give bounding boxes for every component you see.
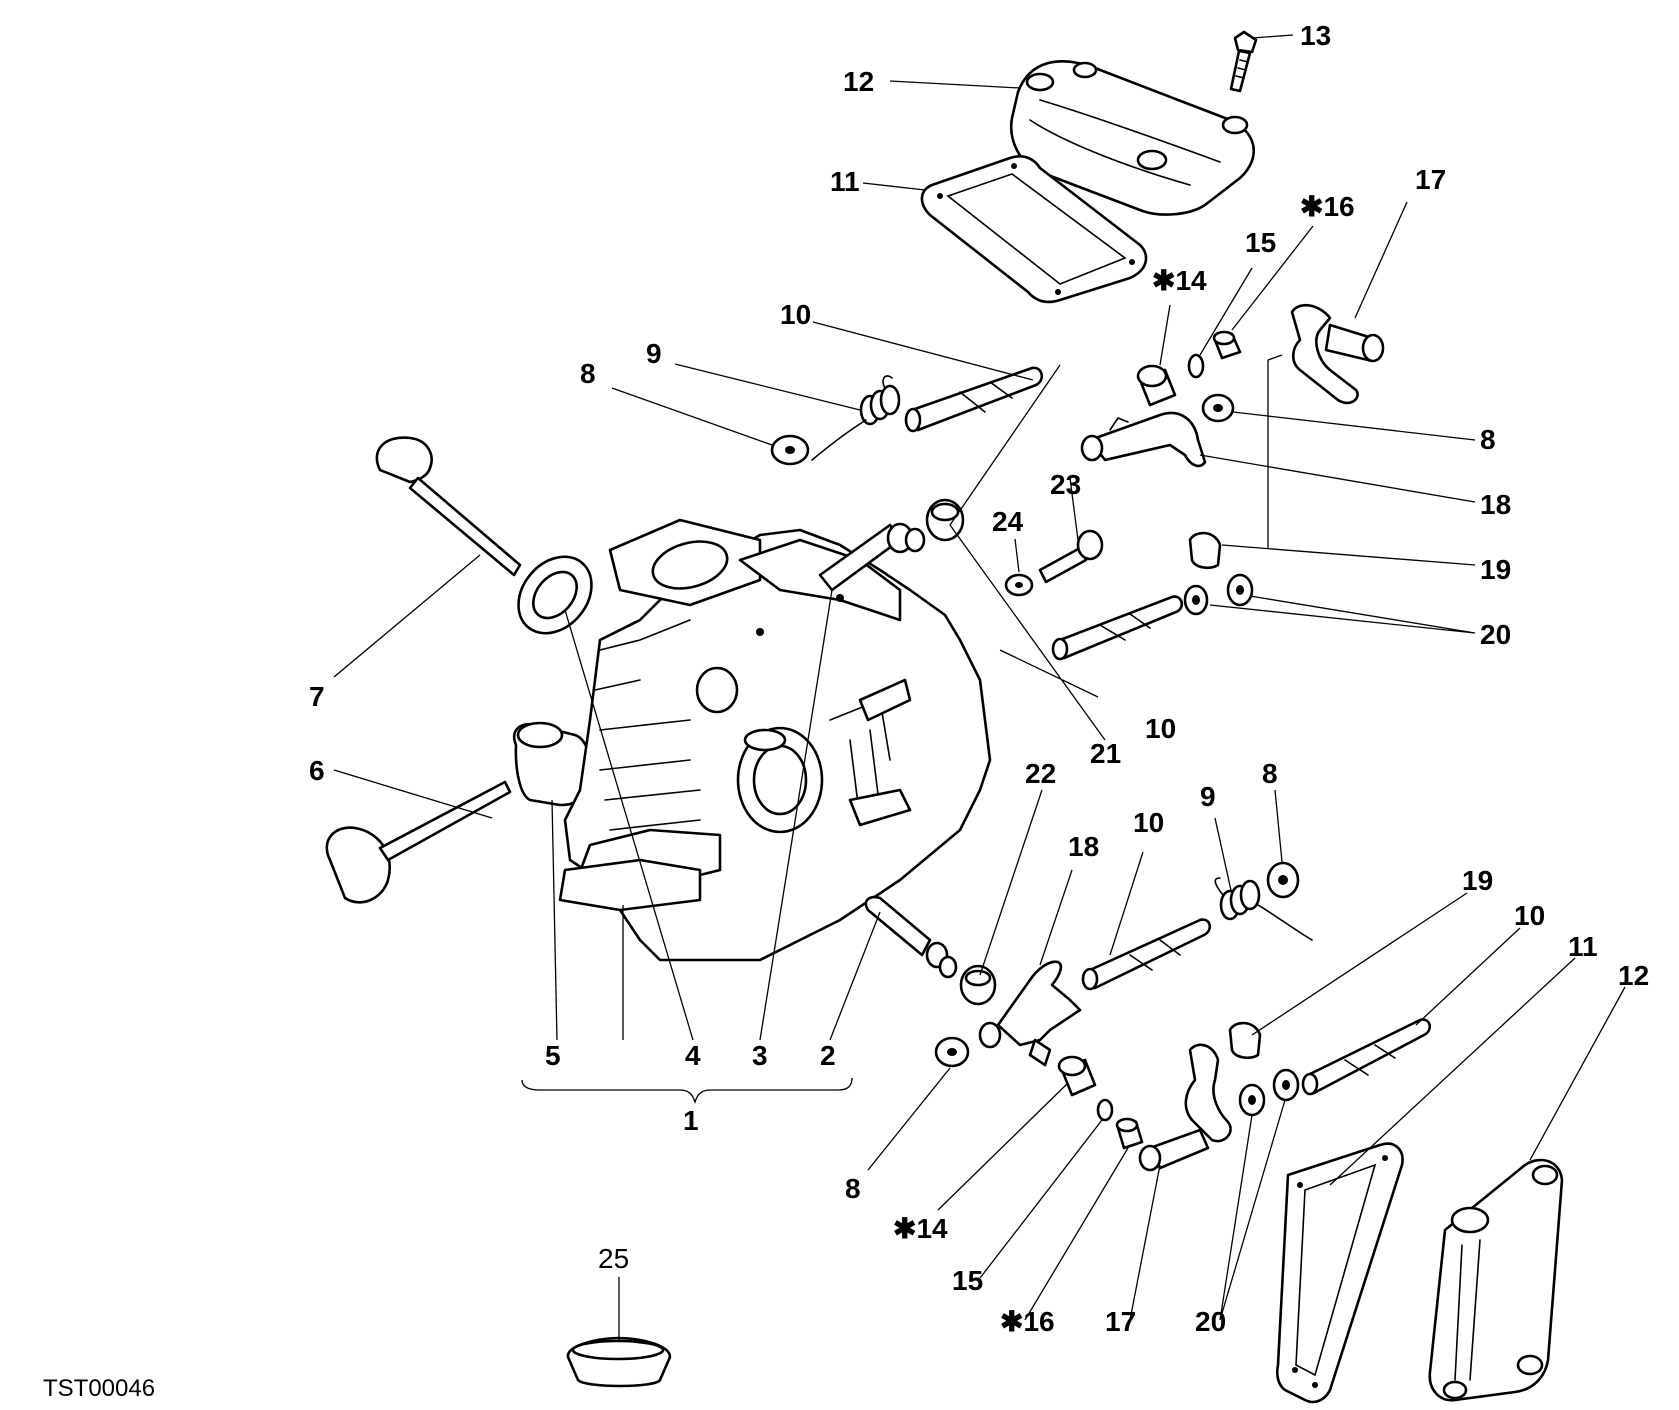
callout-8-upper-left: 8: [580, 358, 596, 389]
callout-16-top: ✱16: [1300, 191, 1355, 222]
part-11-top-gasket: [920, 155, 1148, 304]
callout-19-upper: 19: [1480, 554, 1511, 585]
part-1-cylinder-head: [558, 518, 992, 962]
callout-14-lower: ✱14: [893, 1213, 948, 1244]
part-9-spring-upper: [811, 375, 901, 461]
part-17-rocker-upper: [1290, 303, 1385, 405]
callout-21: 21: [1090, 738, 1121, 769]
callout-13: 13: [1300, 20, 1331, 51]
part-4-valve-seat-ring: [517, 555, 593, 635]
part-18-rocker-arm-upper: [1080, 411, 1207, 468]
callout-24: 24: [992, 506, 1024, 537]
callout-10-upper: 10: [780, 299, 811, 330]
callout-7: 7: [309, 681, 325, 712]
callout-12-top: 12: [843, 66, 874, 97]
part-11-lower-gasket: [1275, 1142, 1404, 1404]
callout-1: 1: [683, 1105, 699, 1136]
part-12-top-cover: [1009, 60, 1256, 216]
callout-8-upper-right: 8: [1480, 424, 1496, 455]
part-14-adjuster-upper: [1136, 364, 1177, 407]
part-18-rocker-arm-lower: [978, 960, 1082, 1067]
part-22-valve-stem-seal: [959, 964, 997, 1006]
callout-18-upper: 18: [1480, 489, 1511, 520]
callout-8-lower-left: 8: [845, 1173, 861, 1204]
callout-18-lower: 18: [1068, 831, 1099, 862]
callout-8-lower-right: 8: [1262, 758, 1278, 789]
callout-11-top: 11: [830, 166, 860, 197]
part-7-valve-upper: [375, 436, 522, 577]
part-10-rocker-shaft-middle: [1051, 595, 1184, 661]
callout-10-lower-right: 10: [1514, 900, 1545, 931]
part-8-washer-upper-right: [1201, 393, 1235, 423]
part-10-rocker-shaft-lower-right: [1301, 1018, 1432, 1096]
callout-22: 22: [1025, 758, 1056, 789]
callout-10-lower-left: 10: [1133, 807, 1164, 838]
callout-10-middle: 10: [1145, 713, 1176, 744]
callout-labels: 12 13 11 ✱16 17 15 ✱14 10 9 8 8 23 18 24…: [43, 20, 1649, 1402]
callout-20-upper: 20: [1480, 619, 1511, 650]
part-8-washer-lower-left: [934, 1036, 970, 1068]
part-10-rocker-shaft-upper: [904, 366, 1044, 433]
part-15-o-ring-upper: [1187, 353, 1205, 379]
callout-12-lower: 12: [1618, 960, 1649, 991]
part-8-washer-lower-right: [1266, 861, 1300, 899]
callout-15-lower: 15: [952, 1265, 983, 1296]
callout-17-lower: 17: [1105, 1306, 1136, 1337]
part-6-valve-lower: [325, 780, 512, 904]
part-25-cup: [566, 1336, 672, 1388]
part-3-valve-guide-upper: [818, 522, 926, 592]
part-14-adjuster-lower: [1057, 1055, 1097, 1097]
part-16-cap-upper: [1212, 330, 1242, 360]
callout-2: 2: [820, 1040, 836, 1071]
callout-11-lower: 11: [1568, 931, 1598, 962]
callout-19-lower: 19: [1462, 865, 1493, 896]
part-2-valve-guide-lower: [864, 895, 958, 979]
callout-3: 3: [752, 1040, 768, 1071]
callout-25: 25: [598, 1243, 629, 1274]
callout-15-top: 15: [1245, 227, 1276, 258]
part-16-cap-lower: [1115, 1117, 1144, 1150]
part-13-screw: [1229, 30, 1258, 93]
callout-14-top: ✱14: [1152, 265, 1207, 296]
callout-5: 5: [545, 1040, 561, 1071]
callout-23: 23: [1050, 469, 1081, 500]
part-8-washer-upper-left: [770, 434, 810, 466]
part-21-valve-stem-seal: [925, 498, 965, 542]
callout-6: 6: [309, 755, 325, 786]
leader-lines: [333, 34, 1626, 1340]
callout-20-lower: 20: [1195, 1306, 1226, 1337]
part-12-lower-cover: [1428, 1158, 1564, 1402]
part-19-spacer-upper: [1188, 531, 1222, 570]
part-17-rocker-lower: [1138, 1043, 1232, 1172]
part-9-spring-lower: [1214, 877, 1313, 941]
figure-code: TST00046: [43, 1375, 155, 1402]
part-24-washer: [1004, 573, 1034, 597]
part-19-spacer-lower: [1228, 1021, 1262, 1060]
part-15-o-ring-lower: [1096, 1098, 1114, 1122]
callout-9-lower: 9: [1200, 781, 1216, 812]
part-20-washers-upper: [1183, 573, 1254, 616]
callout-4: 4: [685, 1040, 701, 1071]
part-5-valve-seat-ring: [513, 721, 593, 807]
callout-9-upper: 9: [646, 338, 662, 369]
part-23-screw: [1038, 529, 1104, 584]
part-20-washers-lower: [1238, 1068, 1300, 1117]
part-10-rocker-shaft-lower-left: [1081, 918, 1212, 991]
callout-16-lower: ✱16: [1000, 1306, 1055, 1337]
callout-17-top: 17: [1415, 164, 1446, 195]
